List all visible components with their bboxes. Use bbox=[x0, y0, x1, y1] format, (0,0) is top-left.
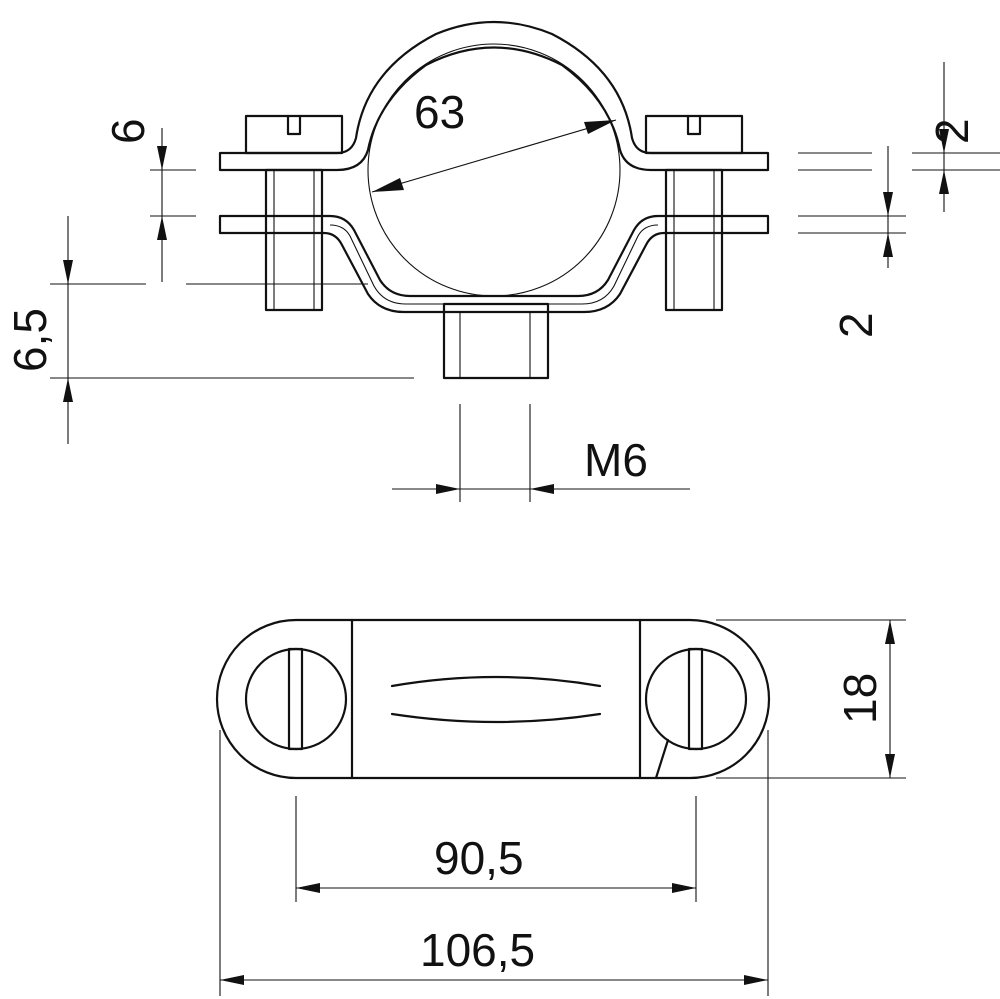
arrow-head bbox=[883, 192, 893, 216]
arrow-head bbox=[744, 975, 768, 985]
left-screw-shank bbox=[264, 168, 324, 312]
top-view bbox=[215, 618, 771, 780]
arrow-head bbox=[939, 129, 949, 153]
m6-connector-nut bbox=[442, 302, 550, 380]
hole-spacing-label: 90,5 bbox=[434, 832, 524, 884]
diameter-label: 63 bbox=[414, 86, 465, 138]
upper-strap-outer bbox=[218, 20, 770, 172]
band-bead-upper bbox=[390, 675, 602, 688]
arrow-head bbox=[939, 170, 949, 194]
arrow-head bbox=[885, 620, 895, 644]
dimension-gap-right-bottom: 2 bbox=[798, 146, 906, 338]
diameter-line bbox=[371, 119, 617, 193]
arrow-head bbox=[63, 260, 73, 284]
left-screw-slot bbox=[286, 114, 302, 136]
arrow-head bbox=[672, 883, 696, 893]
arrow-head bbox=[584, 120, 616, 134]
gap-right-top-label: 2 bbox=[926, 118, 978, 144]
lower-strap-inner bbox=[329, 224, 659, 305]
arrow-head bbox=[530, 484, 554, 494]
left-screw-head bbox=[244, 114, 344, 155]
dimension-width: 18 bbox=[716, 619, 906, 779]
arrow-head bbox=[220, 975, 244, 985]
dimension-offset: 6,5 bbox=[4, 216, 414, 444]
dimension-thickness-top: 6 bbox=[102, 118, 196, 282]
right-screw-slot-top bbox=[687, 647, 704, 751]
right-screw-slot bbox=[686, 114, 702, 136]
dimension-thread: M6 bbox=[392, 404, 690, 502]
overall-length-label: 106,5 bbox=[420, 924, 535, 976]
arrow-head bbox=[157, 216, 167, 240]
width-label: 18 bbox=[834, 673, 886, 724]
right-screw-head-top bbox=[644, 647, 748, 751]
right-screw-shank bbox=[664, 168, 724, 312]
front-view bbox=[218, 20, 770, 380]
right-lug-edge bbox=[654, 738, 670, 780]
offset-label: 6,5 bbox=[4, 308, 56, 372]
lower-strap bbox=[218, 214, 770, 314]
thickness-top-label: 6 bbox=[102, 118, 154, 144]
dimension-hole-spacing: 90,5 bbox=[295, 796, 697, 902]
arrow-head bbox=[372, 178, 404, 192]
arrow-head bbox=[296, 883, 320, 893]
dimension-gap-right-top: 2 bbox=[798, 62, 1000, 212]
thread-label: M6 bbox=[584, 434, 648, 486]
arrow-head bbox=[63, 378, 73, 402]
left-screw-head-top bbox=[244, 647, 348, 751]
gap-right-bottom-label: 2 bbox=[830, 312, 882, 338]
arrow-head bbox=[883, 233, 893, 257]
band-bead-lower bbox=[390, 712, 602, 724]
arrow-head bbox=[436, 484, 460, 494]
dimension-diameter: 63 bbox=[371, 86, 617, 193]
clamp-outline bbox=[215, 618, 771, 780]
dimension-overall-length: 106,5 bbox=[219, 730, 769, 996]
arrow-head bbox=[157, 146, 167, 170]
arrow-head bbox=[885, 754, 895, 778]
left-screw-slot-top bbox=[287, 647, 304, 751]
right-screw-head bbox=[644, 114, 744, 155]
